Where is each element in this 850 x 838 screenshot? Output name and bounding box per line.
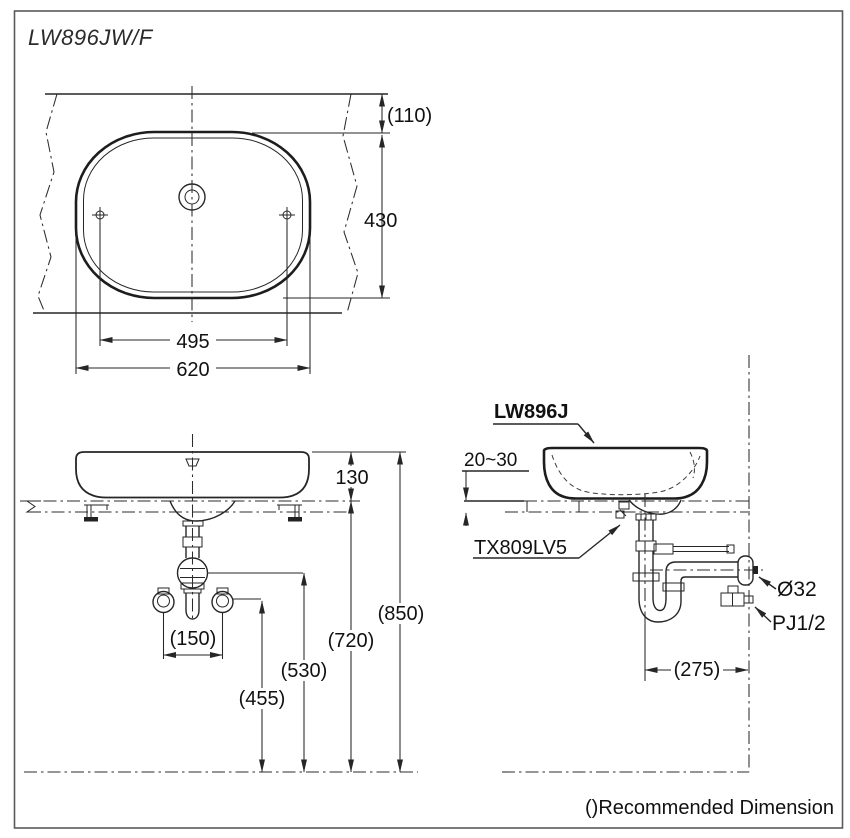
basin-front-outline bbox=[75, 451, 310, 499]
dim-counter-offset-label: (110) bbox=[387, 105, 432, 127]
mount-hole-left bbox=[92, 207, 108, 223]
drain-assembly-side bbox=[615, 499, 682, 598]
footnote: ()Recommended Dimension bbox=[585, 797, 834, 819]
front-view: (150) (455) (530) (720) (850) 130 bbox=[20, 434, 428, 773]
sheet-border bbox=[13, 10, 844, 829]
mount-hole-right bbox=[279, 207, 295, 223]
basin-interior-hidden-line bbox=[551, 454, 701, 496]
basin-interior-hidden-line-2 bbox=[689, 451, 695, 479]
product-leader-line bbox=[577, 423, 595, 444]
drain-fitting-label: TX809LV5 bbox=[474, 537, 567, 559]
sheet-title: LW896JW/F bbox=[28, 25, 154, 50]
dim-depth-label: 430 bbox=[364, 210, 397, 232]
popup-rod bbox=[653, 543, 735, 555]
drain-assembly-front bbox=[169, 500, 236, 620]
supply-connection-leader-line bbox=[754, 606, 772, 623]
dim-stop-height-label: (455) bbox=[239, 688, 286, 710]
basin-side-outline bbox=[542, 446, 709, 500]
wall-outlet-detail bbox=[753, 566, 758, 574]
counter-break-right bbox=[342, 93, 359, 314]
dim-basin-height-label: 130 bbox=[335, 467, 368, 489]
supply-stop-right bbox=[211, 587, 234, 614]
supply-valve bbox=[720, 585, 754, 607]
p-trap-side bbox=[638, 561, 738, 623]
dim-hole-spacing-label: 495 bbox=[176, 331, 209, 353]
dim-trap-to-wall-label: (275) bbox=[674, 659, 721, 681]
basin-plan-outline bbox=[74, 130, 312, 300]
outlet-diameter-leader-line bbox=[758, 576, 777, 590]
drain-fitting-leader-line bbox=[578, 524, 621, 559]
mount-bracket-right bbox=[277, 504, 302, 522]
dim-rim-height-label: (850) bbox=[378, 603, 425, 625]
dim-trap-height-label: (530) bbox=[281, 660, 328, 682]
supply-connection-label: PJ1/2 bbox=[772, 612, 826, 635]
dim-stop-spacing-label: (150) bbox=[170, 628, 217, 650]
dim-width-label: 620 bbox=[176, 359, 209, 381]
dim-counter-thickness-label: 20~30 bbox=[464, 450, 517, 471]
top-view: (110) 430 495 620 bbox=[33, 86, 432, 381]
dim-counter-height-label: (720) bbox=[328, 630, 375, 652]
counter-break-symbol bbox=[25, 500, 41, 513]
product-label: LW896J bbox=[494, 401, 568, 423]
side-view: LW896J 20~30 TX809LV5 bbox=[462, 355, 826, 773]
overflow-mark bbox=[185, 458, 200, 467]
mount-bracket-left bbox=[84, 504, 109, 522]
supply-stop-left bbox=[152, 587, 175, 614]
counter-break-left bbox=[37, 93, 58, 314]
outlet-diameter-label: Ø32 bbox=[777, 578, 817, 601]
